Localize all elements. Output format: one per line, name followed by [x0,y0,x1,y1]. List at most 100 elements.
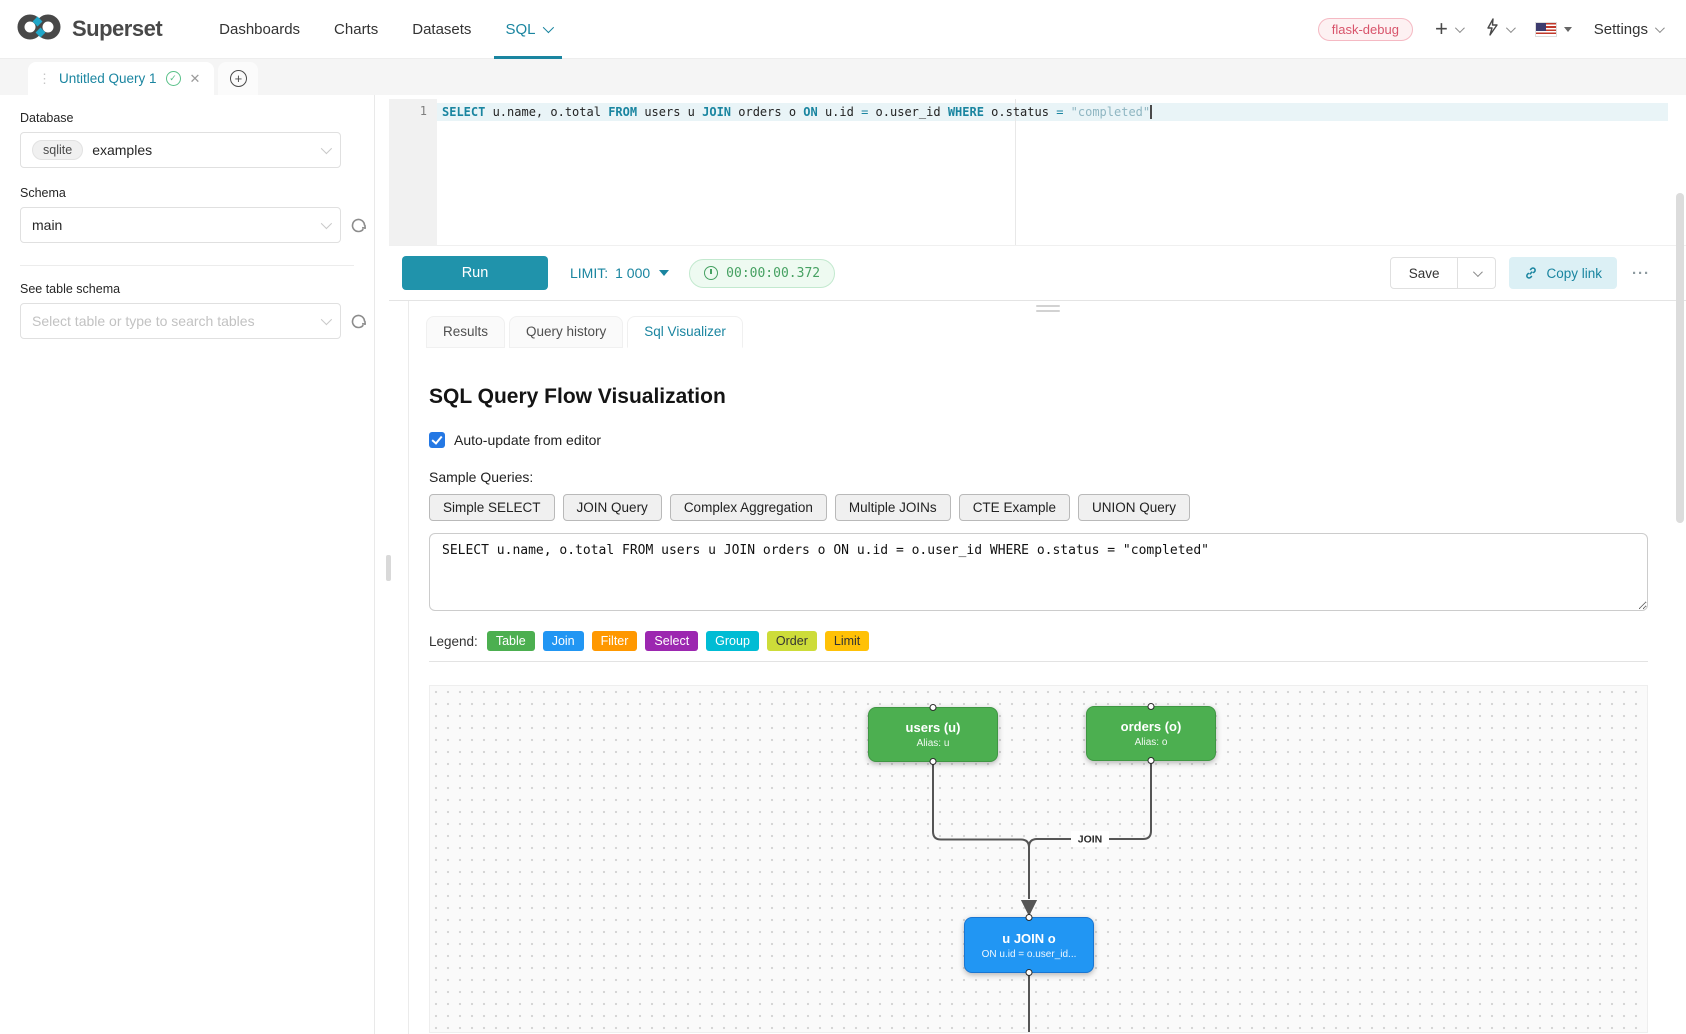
chevron-down-icon [1473,266,1484,277]
flow-edges: JOIN [932,761,1152,1032]
sql-token-op: = [861,105,869,119]
sidebar-resize-grip[interactable] [386,555,391,581]
tab-sql-visualizer[interactable]: Sql Visualizer [627,316,743,348]
copy-link-button[interactable]: Copy link [1509,257,1617,289]
new-item-button[interactable]: + [1434,16,1465,41]
top-navbar: Superset Dashboards Charts Datasets SQL fla… [0,0,1686,59]
schema-select[interactable]: main [20,207,341,243]
sql-token-plain: u.name, o.total [485,105,609,119]
chevron-down-icon [320,313,333,326]
sql-token-op: = [1056,105,1064,119]
more-menu-button[interactable]: ··· [1632,264,1650,282]
nav-item-dashboards[interactable]: Dashboards [202,0,317,59]
query-search-button[interactable] [1484,17,1516,41]
nav-item-label: Dashboards [219,20,301,38]
table-select[interactable]: Select table or type to search tables [20,303,341,339]
database-select[interactable]: sqlite examples [20,132,341,168]
query-text-input[interactable]: SELECT u.name, o.total FROM users u JOIN… [429,533,1648,611]
superset-logo-icon [16,10,62,49]
chevron-down-icon [543,21,555,34]
flow-node-users[interactable]: users (u)Alias: u [868,704,998,765]
chevron-down-icon [1505,22,1516,33]
node-handle-top[interactable] [1025,914,1033,921]
add-query-tab-button[interactable]: + [218,62,259,95]
node-title: u JOIN o [1002,930,1056,946]
database-value: examples [92,142,153,158]
run-button[interactable]: Run [402,256,548,290]
refresh-schema-icon[interactable] [349,216,368,235]
save-button[interactable]: Save [1389,257,1459,289]
sqllab-main: 1 SELECT u.name, o.total FROM users u JO… [375,95,1686,1034]
environment-badge: flask-debug [1317,17,1413,41]
query-tab-title: Untitled Query 1 [59,71,157,86]
node-subtitle: Alias: u [916,738,950,749]
sample-queries-label: Sample Queries: [429,469,534,485]
navbar-right: flask-debug + Settings [1317,16,1665,41]
flow-canvas[interactable]: JOIN users (u)Alias: u orders (o)Alias: o… [429,685,1648,1033]
flow-node-orders[interactable]: orders (o)Alias: o [1086,703,1216,764]
sqllab-sidebar: Database sqlite examples Schema main See… [0,95,375,1034]
sql-token-plain: o.user_id [868,105,948,119]
chevron-down-icon [320,142,333,155]
node-handle-top[interactable] [1147,703,1155,710]
drag-handle-icon[interactable]: ⋮ [38,70,51,86]
edge-label: JOIN [1078,834,1103,846]
save-options-button[interactable] [1458,257,1497,289]
sample-query-button-multiple-joins[interactable]: Multiple JOINs [834,494,951,521]
database-label: Database [20,111,74,125]
text-cursor [1150,105,1153,119]
settings-menu[interactable]: Settings [1594,21,1665,38]
legend-badge-group: Group [706,631,759,651]
node-handle-bottom[interactable] [929,758,937,765]
clock-icon [704,266,719,280]
flow-node-join[interactable]: u JOIN o ON u.id = o.user_id... [964,914,1094,976]
sample-query-button-complex-aggregation[interactable]: Complex Aggregation [669,494,827,521]
auto-update-checkbox[interactable] [429,432,445,448]
sample-query-button-simple-select[interactable]: Simple SELECT [429,494,555,521]
nav-item-datasets[interactable]: Datasets [395,0,488,59]
query-tabbar: ⋮ Untitled Query 1 ✓ ✕ + [0,59,1686,95]
nav-item-sql[interactable]: SQL [488,0,568,59]
pane-resize-handle[interactable] [1035,305,1060,315]
editor-active-line [437,103,1668,121]
editor-code-line: SELECT u.name, o.total FROM users u JOIN… [442,105,1153,119]
node-subtitle: ON u.id = o.user_id... [981,948,1077,960]
sample-query-button-union-query[interactable]: UNION Query [1077,494,1190,521]
plus-icon: + [1434,16,1448,41]
refresh-tables-icon[interactable] [349,312,368,331]
node-subtitle: Alias: o [1134,737,1168,748]
sql-token-plain: users u [637,105,703,119]
node-handle-bottom[interactable] [1025,969,1033,976]
visualizer-title: SQL Query Flow Visualization [429,385,726,408]
tab-query-history[interactable]: Query history [509,316,624,348]
close-tab-icon[interactable]: ✕ [189,70,201,86]
sample-query-button-cte-example[interactable]: CTE Example [958,494,1070,521]
node-handle-top[interactable] [929,704,937,711]
nav-item-charts[interactable]: Charts [317,0,395,59]
editor-toolbar: Run LIMIT: 1 000 00:00:00.372 Save Copy … [389,245,1686,301]
caret-down-icon [659,270,670,276]
legend-badge-table: Table [486,631,535,651]
legend-badge-select: Select [645,631,699,651]
editor-code-area[interactable]: SELECT u.name, o.total FROM users u JOIN… [437,99,1668,245]
sql-token-plain: orders o [731,105,804,119]
superset-brand[interactable]: Superset [16,10,163,49]
query-tab[interactable]: ⋮ Untitled Query 1 ✓ ✕ [28,62,215,95]
limit-dropdown[interactable]: LIMIT: 1 000 [570,265,670,281]
vertical-scrollbar[interactable] [1676,193,1684,523]
sample-query-button-join-query[interactable]: JOIN Query [562,494,662,521]
tab-results[interactable]: Results [426,316,506,348]
sql-editor[interactable]: 1 SELECT u.name, o.total FROM users u JO… [389,99,1668,245]
node-handle-bottom[interactable] [1147,757,1155,764]
caret-down-icon [1563,26,1572,32]
language-picker[interactable] [1534,21,1572,37]
add-tab-icon: + [229,70,247,87]
query-timer: 00:00:00.372 [689,258,836,288]
sidebar-divider [20,265,354,266]
limit-value: 1 000 [615,265,651,281]
table-schema-label: See table schema [20,282,121,296]
chevron-down-icon [1654,22,1665,33]
nav-item-label: Datasets [412,20,472,38]
